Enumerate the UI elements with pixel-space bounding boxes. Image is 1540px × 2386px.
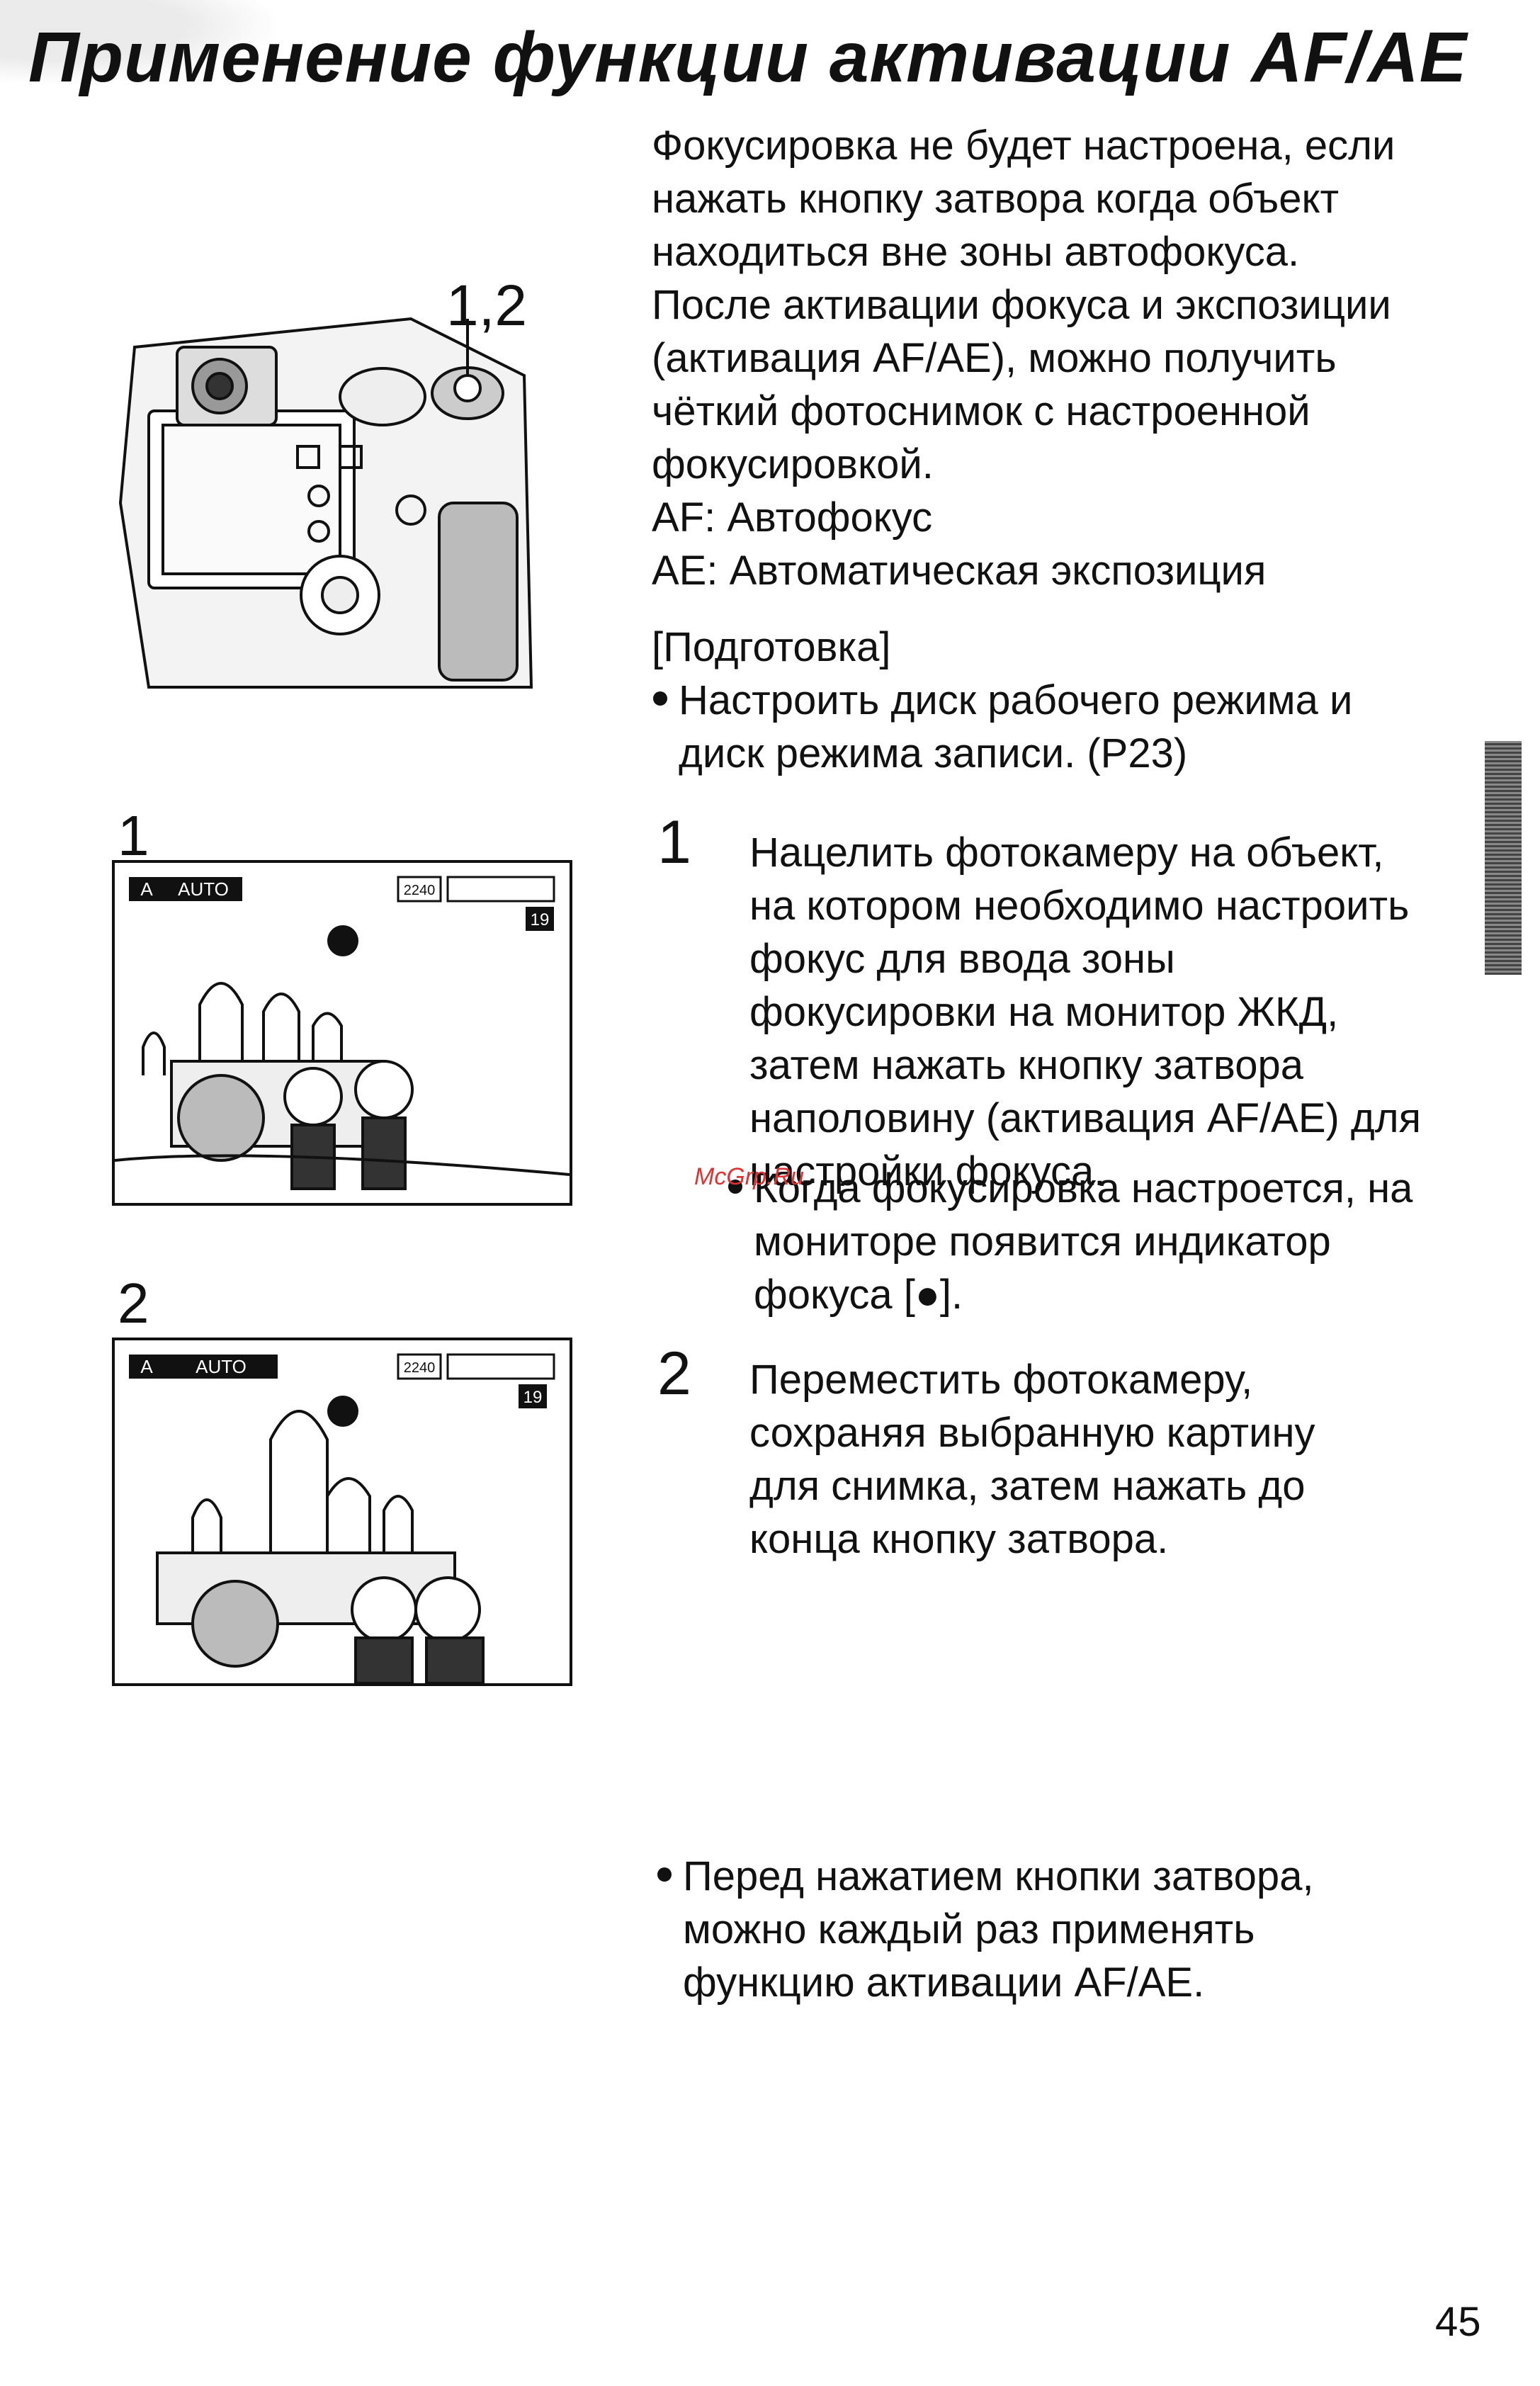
mode-badge: A [140, 1356, 153, 1377]
camera-figure-label: 1,2 [446, 273, 527, 338]
camera-illustration [118, 317, 533, 689]
focus-indicator-icon [327, 925, 358, 956]
step-line: для снимка, затем нажать до [749, 1463, 1306, 1509]
lcd-scene-illustration: A AUTO 2240 19 [129, 1353, 555, 1683]
shots-left: 19 [531, 910, 550, 929]
note-line: Перед нажатием кнопки затвора, [683, 1853, 1314, 1899]
intro-line: находиться вне зоны автофокуса. [652, 229, 1300, 275]
intro-line: Фокусировка не будет настроена, если [652, 123, 1395, 169]
intro-paragraph: Фокусировка не будет настроена, если наж… [652, 119, 1473, 597]
scan-noise [0, 0, 283, 85]
resolution-text: 2240 [404, 1360, 436, 1376]
note-line: функцию активации AF/AE. [683, 1960, 1205, 2006]
note-line: мониторе появится индикатор [754, 1219, 1331, 1265]
step-line: на котором необходимо настроить [749, 883, 1410, 929]
watermark: McGrp.Ru [694, 1163, 804, 1190]
mode-text: AUTO [178, 878, 229, 900]
prep-line: Настроить диск рабочего режима и [679, 677, 1353, 723]
prep-line: диск режима записи. (P23) [679, 730, 1188, 776]
shots-left: 19 [523, 1388, 543, 1407]
final-note: Перед нажатием кнопки затвора, можно каж… [656, 1850, 1505, 2009]
intro-line: фокусировкой. [652, 441, 934, 487]
step-line: настройки фокуса. [749, 1148, 1106, 1194]
mode-badge: A [140, 878, 153, 900]
step-text: Нацелить фотокамеру на объект, на которо… [749, 826, 1486, 1198]
step-text: Переместить фотокамеру, сохраняя выбранн… [749, 1353, 1486, 1566]
intro-line: После активации фокуса и экспозиции [652, 282, 1391, 328]
resolution-text: 2240 [404, 883, 436, 898]
screen2-figure-label: 2 [118, 1272, 149, 1335]
step-line: фокусировки на монитор ЖКД, [749, 989, 1339, 1035]
intro-line: AE: Автоматическая экспозиция [652, 548, 1267, 594]
intro-line: AF: Автофокус [652, 494, 933, 541]
bullet-icon [657, 1867, 672, 1882]
step-line: фокус для ввода зоны [749, 936, 1175, 982]
note-line: фокуса [●]. [754, 1272, 963, 1318]
page-title: Применение функции активации AF/AE [28, 18, 1468, 97]
step1-note: Когда фокусировка настроется, на монитор… [727, 1162, 1505, 1321]
step-line: наполовину (активация AF/AE) для [749, 1095, 1422, 1141]
lcd-scene-illustration: A AUTO 2240 19 [115, 876, 570, 1190]
bullet-icon [728, 1180, 742, 1194]
note-line: Когда фокусировка настроется, на [754, 1165, 1413, 1211]
screen1-figure-label: 1 [118, 804, 149, 867]
mode-text: AUTO [196, 1356, 247, 1377]
step-number: 1 [657, 808, 691, 876]
step-line: конца кнопку затвора. [749, 1516, 1169, 1562]
step-line: Переместить фотокамеру, [749, 1357, 1253, 1403]
step-line: Нацелить фотокамеру на объект, [749, 830, 1384, 876]
preparation-section: [Подготовка] Настроить диск рабочего реж… [652, 621, 1473, 780]
section-tab-marker [1485, 741, 1522, 975]
step-line: сохраняя выбранную картину [749, 1410, 1315, 1456]
note-line: можно каждый раз применять [683, 1906, 1255, 1952]
intro-line: нажать кнопку затвора когда объект [652, 176, 1340, 222]
focus-indicator-icon [327, 1396, 358, 1427]
intro-line: чёткий фотоснимок с настроенной [652, 388, 1310, 434]
intro-line: (активация AF/AE), можно получить [652, 335, 1337, 381]
lcd-screen-step1: A AUTO 2240 19 [112, 860, 572, 1206]
step-line: затем нажать кнопку затвора [749, 1042, 1303, 1088]
bullet-icon [653, 691, 667, 706]
prep-bullet: Настроить диск рабочего режима и диск ре… [652, 674, 1473, 780]
lcd-screen-step2: A AUTO 2240 19 [112, 1338, 572, 1686]
step-number: 2 [657, 1340, 691, 1408]
page-number: 45 [1435, 2299, 1481, 2345]
prep-heading: [Подготовка] [652, 624, 891, 670]
